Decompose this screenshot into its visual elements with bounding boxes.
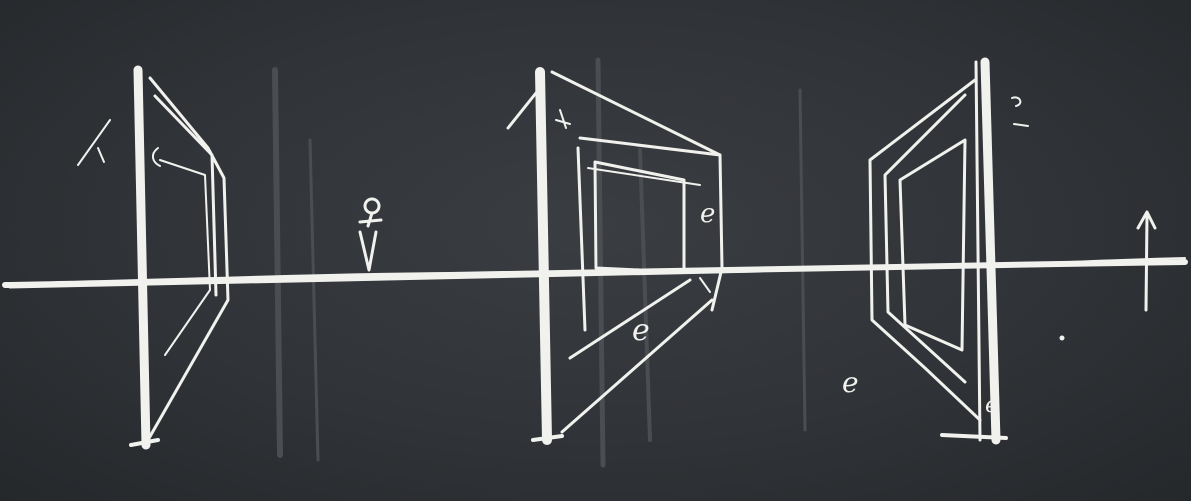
center-lower-letter: e [632, 313, 650, 348]
left-mid-letter: e [985, 393, 998, 418]
right-lower-letter: e [842, 366, 859, 399]
center-frame [508, 72, 722, 440]
left-frame [78, 70, 228, 445]
left-observer-figure [360, 199, 381, 270]
upright-arrow [1060, 212, 1156, 341]
center-inner-letter: e [700, 199, 715, 229]
right-frame [870, 62, 1028, 440]
